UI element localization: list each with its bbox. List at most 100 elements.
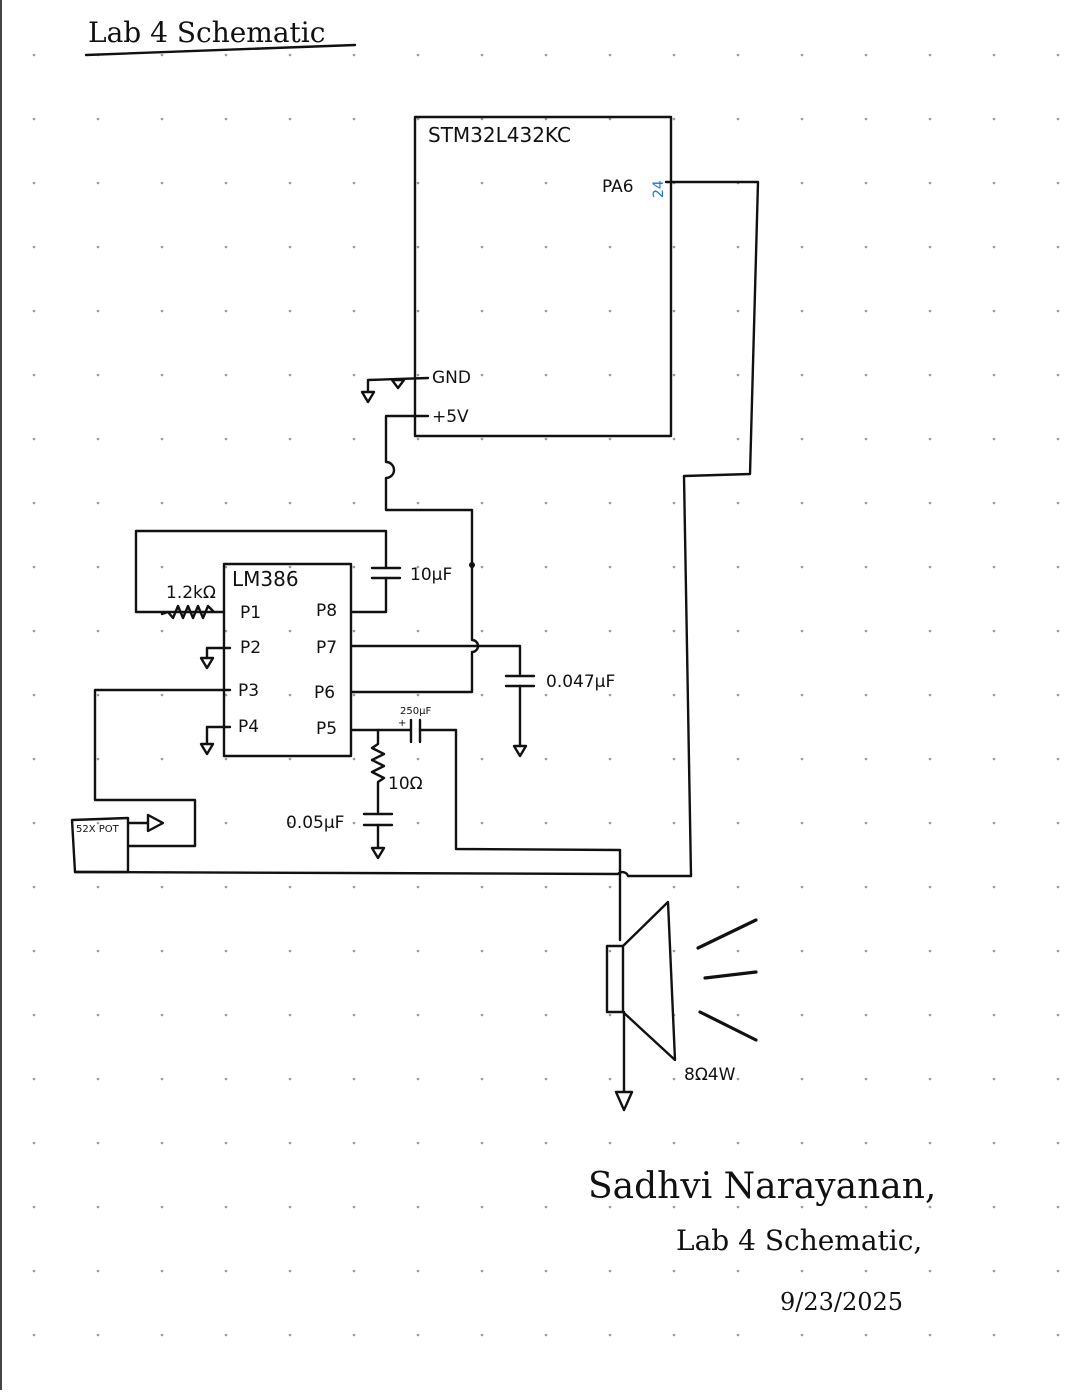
grid-dot <box>160 373 164 377</box>
grid-dot <box>736 1077 740 1081</box>
grid-dot <box>544 1077 548 1081</box>
grid-dot <box>544 245 548 249</box>
grid-dot <box>416 1333 420 1337</box>
lm386-pin-p2: P2 <box>240 638 261 658</box>
grid-dot <box>992 437 996 441</box>
grid-dot <box>416 1013 420 1017</box>
grid-dot <box>992 757 996 761</box>
grid-dot <box>288 821 292 825</box>
grid-dot <box>32 949 36 953</box>
grid-dot <box>96 693 100 697</box>
grid-dot <box>800 1077 804 1081</box>
grid-dot <box>608 501 612 505</box>
grid-dot <box>288 437 292 441</box>
lm386-pin-p4: P4 <box>238 717 259 737</box>
grid-dot <box>96 1141 100 1145</box>
grid-dot <box>928 1141 932 1145</box>
grid-dot <box>544 1269 548 1273</box>
grid-dot <box>992 501 996 505</box>
grid-dot <box>224 53 228 57</box>
grid-dot <box>800 501 804 505</box>
grid-dot <box>736 565 740 569</box>
grid-dot <box>800 757 804 761</box>
pot-block: 52X POT <box>70 813 165 874</box>
grid-dot <box>928 437 932 441</box>
ground-arrow-icon <box>390 378 406 390</box>
grid-dot <box>800 1269 804 1273</box>
grid-dot <box>1056 1141 1060 1145</box>
grid-dot <box>608 1269 612 1273</box>
grid-dot <box>800 1333 804 1337</box>
grid-dot <box>224 501 228 505</box>
grid-dot <box>864 1077 868 1081</box>
grid-dot <box>480 501 484 505</box>
grid-dot <box>1056 1077 1060 1081</box>
grid-dot <box>544 437 548 441</box>
grid-dot <box>160 245 164 249</box>
grid-dot <box>672 1333 676 1337</box>
lm386-pin-p7: P7 <box>316 638 337 658</box>
grid-dot <box>224 565 228 569</box>
grid-dot <box>736 757 740 761</box>
grid-dot <box>224 1269 228 1273</box>
signature-name: Sadhvi Narayanan, <box>588 1166 936 1207</box>
grid-dot <box>1056 1269 1060 1273</box>
grid-dot <box>1056 373 1060 377</box>
grid-dot <box>160 1333 164 1337</box>
grid-dot <box>800 1013 804 1017</box>
grid-dot <box>1056 693 1060 697</box>
grid-dot <box>672 53 676 57</box>
grid-dot <box>928 821 932 825</box>
grid-dot <box>608 117 612 121</box>
grid-dot <box>224 949 228 953</box>
mcu-name: STM32L432KC <box>428 123 571 147</box>
grid-dot <box>608 1077 612 1081</box>
grid-dot <box>352 629 356 633</box>
grid-dot <box>1056 501 1060 505</box>
grid-dot <box>96 565 100 569</box>
grid-dot <box>608 245 612 249</box>
wire-ground-bus <box>73 870 693 878</box>
grid-dot <box>160 501 164 505</box>
grid-dot <box>928 1205 932 1209</box>
ground-icon-p4 <box>199 742 215 756</box>
grid-dot <box>672 245 676 249</box>
signature-date: 9/23/2025 <box>780 1288 903 1316</box>
lm386-block: LM386 P1 P2 P3 P4 P8 P7 P6 P5 <box>222 562 353 758</box>
c-output-polarity: + <box>398 718 406 729</box>
grid-dot <box>864 181 868 185</box>
grid-dot <box>736 53 740 57</box>
grid-dot <box>480 309 484 313</box>
grid-dot <box>416 181 420 185</box>
wire-p4-gnd <box>205 725 232 746</box>
grid-dot <box>96 373 100 377</box>
grid-dot <box>160 1077 164 1081</box>
junction-dot <box>469 562 475 568</box>
grid-dot <box>288 949 292 953</box>
grid-dot <box>992 53 996 57</box>
lm386-pin-p6: P6 <box>314 683 335 703</box>
grid-dot <box>224 693 228 697</box>
grid-dot <box>480 53 484 57</box>
grid-dot <box>864 53 868 57</box>
c-gain-label: 10μF <box>410 565 452 585</box>
grid-dot <box>32 373 36 377</box>
grid-dot <box>736 949 740 953</box>
sound-wave-3 <box>698 1010 758 1042</box>
grid-dot <box>96 1077 100 1081</box>
speaker-icon: 8Ω4W <box>605 900 758 1112</box>
grid-dot <box>288 565 292 569</box>
grid-dot <box>224 757 228 761</box>
grid-dot <box>416 53 420 57</box>
grid-dot <box>672 629 676 633</box>
grid-dot <box>160 885 164 889</box>
grid-dot <box>1056 1013 1060 1017</box>
grid-dot <box>672 949 676 953</box>
grid-dot <box>224 117 228 121</box>
mcu-pin-pa6-label: PA6 <box>602 177 634 197</box>
grid-dot <box>160 53 164 57</box>
grid-dot <box>288 1077 292 1081</box>
grid-dot <box>1056 245 1060 249</box>
grid-dot <box>1056 949 1060 953</box>
